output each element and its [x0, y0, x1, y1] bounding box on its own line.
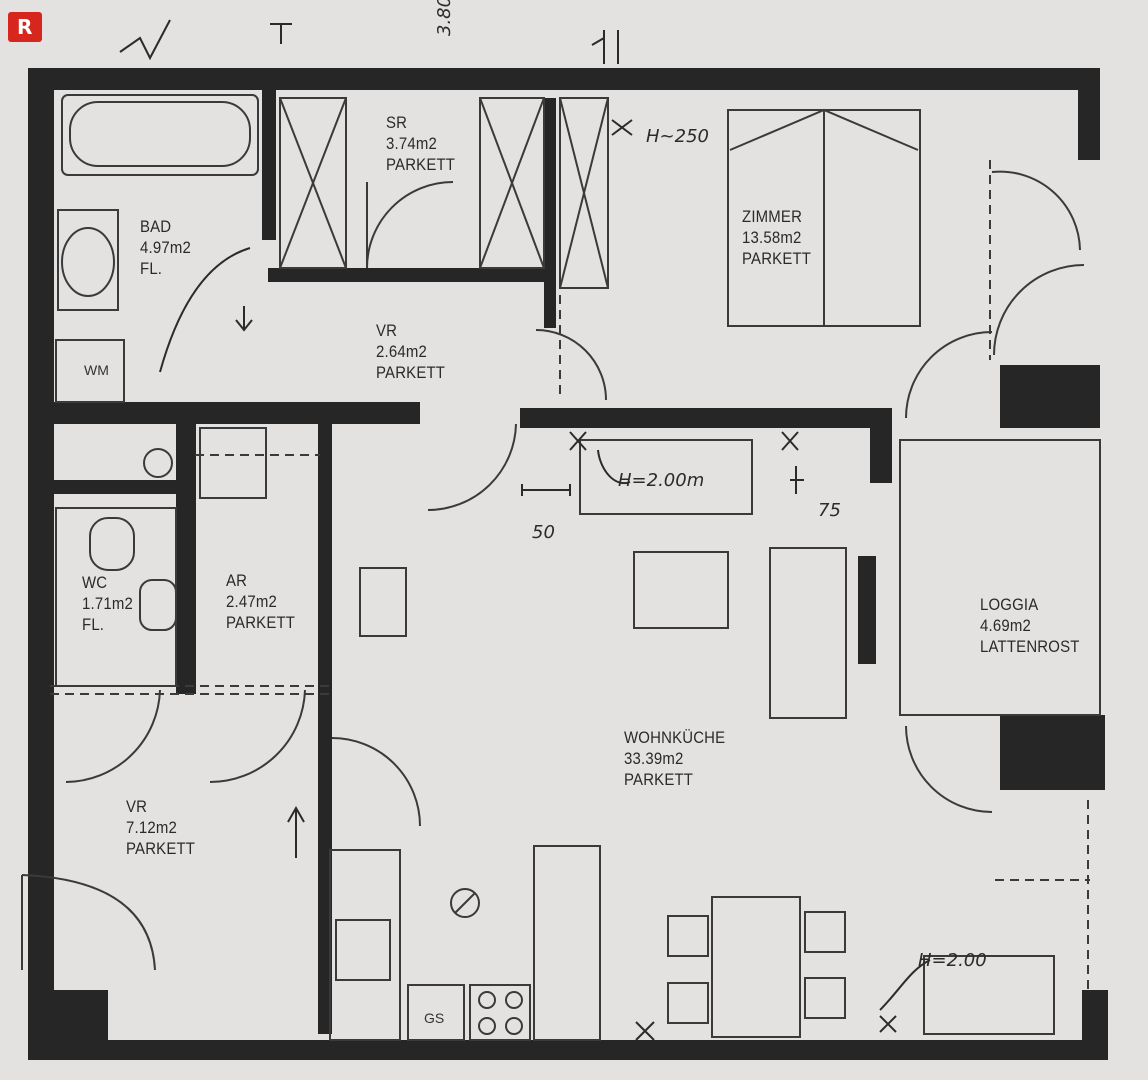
room-area: 2.64m2: [376, 342, 427, 361]
handwritten-marks: [119, 19, 931, 1041]
room-area: 4.97m2: [140, 238, 191, 257]
room-floor: FL.: [140, 259, 163, 278]
handwritten-sr-height: H~250: [646, 126, 709, 147]
dashed-lines: [50, 100, 1090, 990]
handwritten-wall-height: H=2.00m: [618, 470, 705, 491]
room-floor: LATTENROST: [980, 637, 1080, 656]
fixtures: [21, 94, 1101, 1041]
washer-label: WM: [84, 362, 109, 378]
handwritten-top-width: 3.80: [434, 0, 455, 36]
room-label-wohnkueche: WOHNKÜCHE 33.39m2 PARKETT: [624, 727, 725, 790]
handwritten-left-dim: 50: [532, 522, 555, 543]
room-floor: PARKETT: [386, 155, 456, 174]
room-floor: PARKETT: [624, 770, 694, 789]
room-name: SR: [386, 113, 408, 132]
room-name: VR: [126, 797, 148, 816]
room-name: LOGGIA: [980, 595, 1039, 614]
logo-glyph: R: [17, 15, 33, 39]
room-floor: PARKETT: [226, 613, 296, 632]
room-label-sr: SR 3.74m2 PARKETT: [386, 112, 455, 175]
gas-label: GS: [424, 1010, 445, 1026]
room-area: 33.39m2: [624, 749, 684, 768]
room-area: 1.71m2: [82, 594, 133, 613]
brand-logo: R: [8, 12, 42, 42]
room-floor: PARKETT: [742, 249, 812, 268]
room-label-ar: AR 2.47m2 PARKETT: [226, 570, 295, 633]
room-floor: FL.: [82, 615, 105, 634]
room-name: VR: [376, 321, 398, 340]
room-label-vr-upper: VR 2.64m2 PARKETT: [376, 320, 445, 383]
outer-walls: [28, 68, 1108, 1060]
room-label-loggia: LOGGIA 4.69m2 LATTENROST: [980, 594, 1080, 657]
room-area: 3.74m2: [386, 134, 437, 153]
room-area: 7.12m2: [126, 818, 177, 837]
room-area: 2.47m2: [226, 592, 277, 611]
room-label-vr-lower: VR 7.12m2 PARKETT: [126, 796, 195, 859]
room-floor: PARKETT: [376, 363, 446, 382]
room-name: AR: [226, 571, 248, 590]
room-floor: PARKETT: [126, 839, 196, 858]
handwritten-right-dim: 75: [818, 500, 841, 521]
room-name: BAD: [140, 217, 172, 236]
room-label-bad: BAD 4.97m2 FL.: [140, 216, 191, 279]
room-label-zimmer: ZIMMER 13.58m2 PARKETT: [742, 206, 811, 269]
interior-walls: [28, 90, 1105, 1060]
room-name: ZIMMER: [742, 207, 803, 226]
room-area: 4.69m2: [980, 616, 1031, 635]
handwritten-loggia-height: H=2.00: [918, 950, 987, 971]
room-label-wc: WC 1.71m2 FL.: [82, 572, 133, 635]
room-area: 13.58m2: [742, 228, 802, 247]
room-name: WC: [82, 573, 108, 592]
room-name: WOHNKÜCHE: [624, 728, 726, 747]
